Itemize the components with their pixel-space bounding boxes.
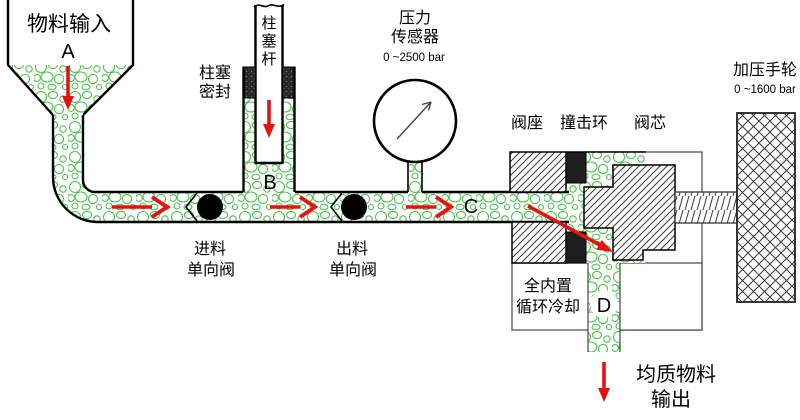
- gauge-stem-material: [409, 160, 421, 192]
- plunger-arrow-head: [263, 124, 275, 138]
- gauge-stem-walls: [407, 158, 423, 192]
- point-d-bubble: [590, 290, 618, 318]
- valve-gap-arrow-head: [596, 240, 613, 252]
- outlet-valve-label-line1: 出料: [336, 240, 368, 258]
- valve-seat-label: 阀座: [511, 114, 543, 132]
- pipe-arrow-1-head: [150, 195, 171, 219]
- pipe-arrow-3-head: [434, 195, 455, 219]
- output-label-line2: 输出: [651, 388, 691, 411]
- pipe-wall-outer: [51, 115, 572, 224]
- handwheel-label: 加压手轮: [733, 61, 797, 79]
- point-c-label: C: [464, 196, 478, 218]
- point-d-label: D: [597, 295, 611, 317]
- hopper-wall-right: [82, 0, 135, 116]
- pipe-material-vertical: [53, 113, 83, 173]
- valve-gap-arrow-shaft: [527, 204, 601, 247]
- plunger-rod-label-char2: 塞: [261, 32, 276, 50]
- pressure-sensor-label-line2: 传感器: [391, 28, 439, 46]
- pipe-wall-inner: [81, 115, 243, 194]
- output-arrow-head: [598, 388, 610, 402]
- flow-arrows: [62, 66, 613, 402]
- plunger-seal-left: [242, 66, 256, 99]
- plunger-seal-label-line1: 柱塞: [199, 64, 231, 82]
- valve-material-gap: [569, 183, 586, 232]
- drive-shaft: [674, 191, 738, 224]
- hopper-wall-left: [6, 0, 54, 116]
- valve-core-body: [583, 164, 676, 261]
- handwheel-range: 0 ~1600 bar: [734, 84, 796, 96]
- input-arrow-head: [62, 96, 74, 110]
- pressure-sensor-range: 0 ~2500 bar: [383, 52, 445, 64]
- plunger-rod-label-char3: 杆: [261, 51, 276, 68]
- outlet-valve-seat-notch: [329, 192, 343, 222]
- point-a-label: A: [61, 41, 75, 63]
- gauge-dial: [372, 78, 458, 164]
- plunger-seal-label-line2: 密封: [199, 83, 231, 101]
- pipe-material-horizontal: [94, 192, 572, 222]
- impact-ring-upper: [565, 151, 587, 184]
- plunger-rod-break-line: [253, 3, 285, 8]
- inlet-valve-label-line2: 单向阀: [187, 261, 235, 279]
- pipe-arrow-2-head: [298, 195, 319, 219]
- outlet-check-valve: [329, 192, 367, 222]
- pressure-sensor-label-line1: 压力: [399, 9, 431, 27]
- gauge-needle: [396, 101, 432, 140]
- valve-seat-upper: [509, 151, 567, 193]
- handwheel: [736, 112, 796, 303]
- inlet-valve-label-line1: 进料: [194, 240, 226, 258]
- outlet-channel-walls: [587, 263, 621, 352]
- pressure-gauge: [372, 78, 458, 192]
- text-labels: 物料输入 A 柱塞 密封 柱 塞 杆 B 压力 传感器 0 ~2500 bar …: [27, 9, 797, 411]
- outlet-valve-ball: [341, 194, 367, 220]
- homogenizing-valve: [509, 112, 796, 352]
- output-label-line1: 均质物料: [636, 363, 716, 386]
- material-input-label: 物料输入: [27, 13, 111, 36]
- hopper-material: [8, 65, 133, 115]
- feed-pipe: [51, 113, 572, 224]
- valve-core-label: 阀芯: [634, 114, 666, 132]
- inlet-valve-ball: [197, 194, 223, 220]
- inlet-check-valve: [184, 192, 223, 222]
- plunger-rod-label-char1: 柱: [261, 15, 276, 32]
- outlet-valve-label-line2: 单向阀: [329, 261, 377, 279]
- valve-seat-lower: [511, 221, 567, 264]
- cooling-label-line2: 循环冷却: [516, 298, 580, 316]
- cooling-label-line1: 全内置: [524, 277, 572, 295]
- feed-hopper: [6, 0, 135, 116]
- point-b-label: B: [263, 172, 276, 194]
- cylinder-walls: [242, 67, 296, 192]
- plunger-seal-right: [282, 66, 296, 99]
- inlet-valve-seat-notch: [184, 192, 198, 222]
- valve-material-upper-channel: [586, 152, 645, 187]
- impact-ring-label: 撞击环: [560, 114, 608, 132]
